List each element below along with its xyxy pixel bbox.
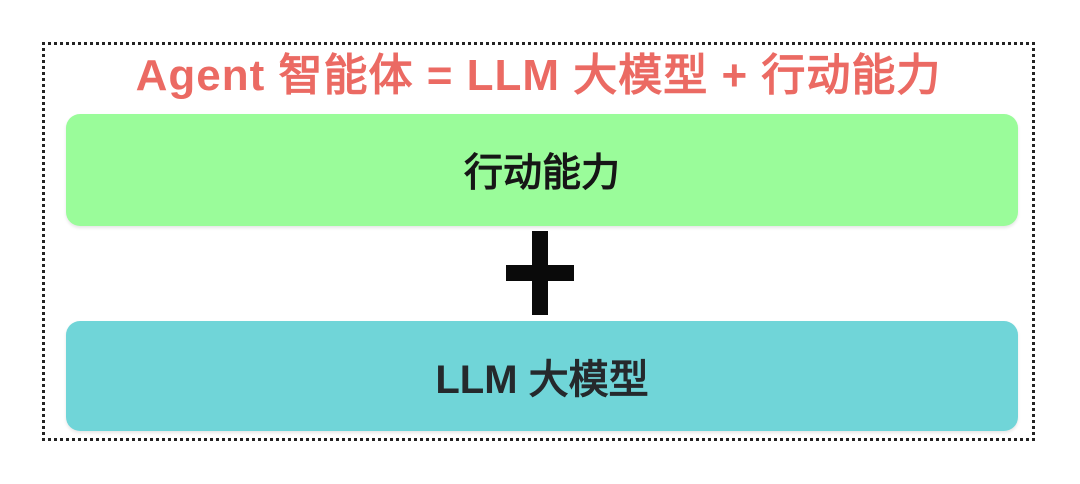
action-ability-box: 行动能力 [66, 114, 1018, 226]
llm-model-box: LLM 大模型 [66, 321, 1018, 431]
action-ability-label: 行动能力 [463, 152, 620, 195]
plus-icon [505, 231, 575, 315]
diagram-title: Agent 智能体 = LLM 大模型 + 行动能力 [135, 51, 942, 100]
llm-model-label: LLM 大模型 [435, 358, 649, 402]
plus-icon-horizontal-bar [506, 265, 574, 281]
dotted-border-frame: Agent 智能体 = LLM 大模型 + 行动能力 行动能力 LLM 大模型 [42, 42, 1035, 441]
